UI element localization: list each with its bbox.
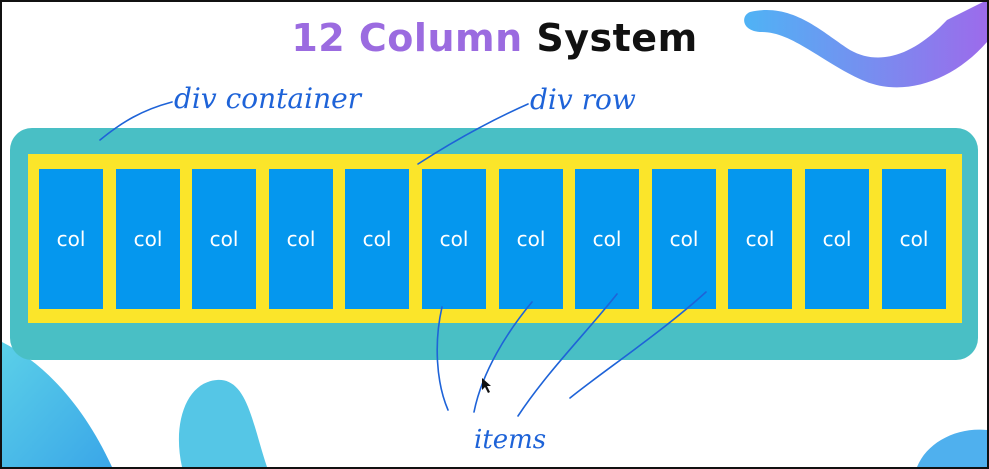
column-item: col: [499, 169, 563, 309]
bottom-right-blob: [917, 429, 987, 467]
column-item: col: [882, 169, 946, 309]
column-item: col: [575, 169, 639, 309]
column-item: col: [39, 169, 103, 309]
page-title: 12 Column System: [2, 16, 987, 60]
column-item: col: [116, 169, 180, 309]
column-item: col: [345, 169, 409, 309]
column-item: col: [652, 169, 716, 309]
title-accent: 12 Column: [291, 16, 523, 60]
column-item: col: [192, 169, 256, 309]
top-right-swoosh: [744, 2, 987, 88]
bottom-left-wave: [2, 342, 112, 467]
bottom-left-blob: [178, 379, 267, 467]
column-item: col: [805, 169, 869, 309]
column-item: col: [269, 169, 333, 309]
column-item: col: [728, 169, 792, 309]
title-rest: System: [522, 16, 698, 60]
column-item: col: [422, 169, 486, 309]
